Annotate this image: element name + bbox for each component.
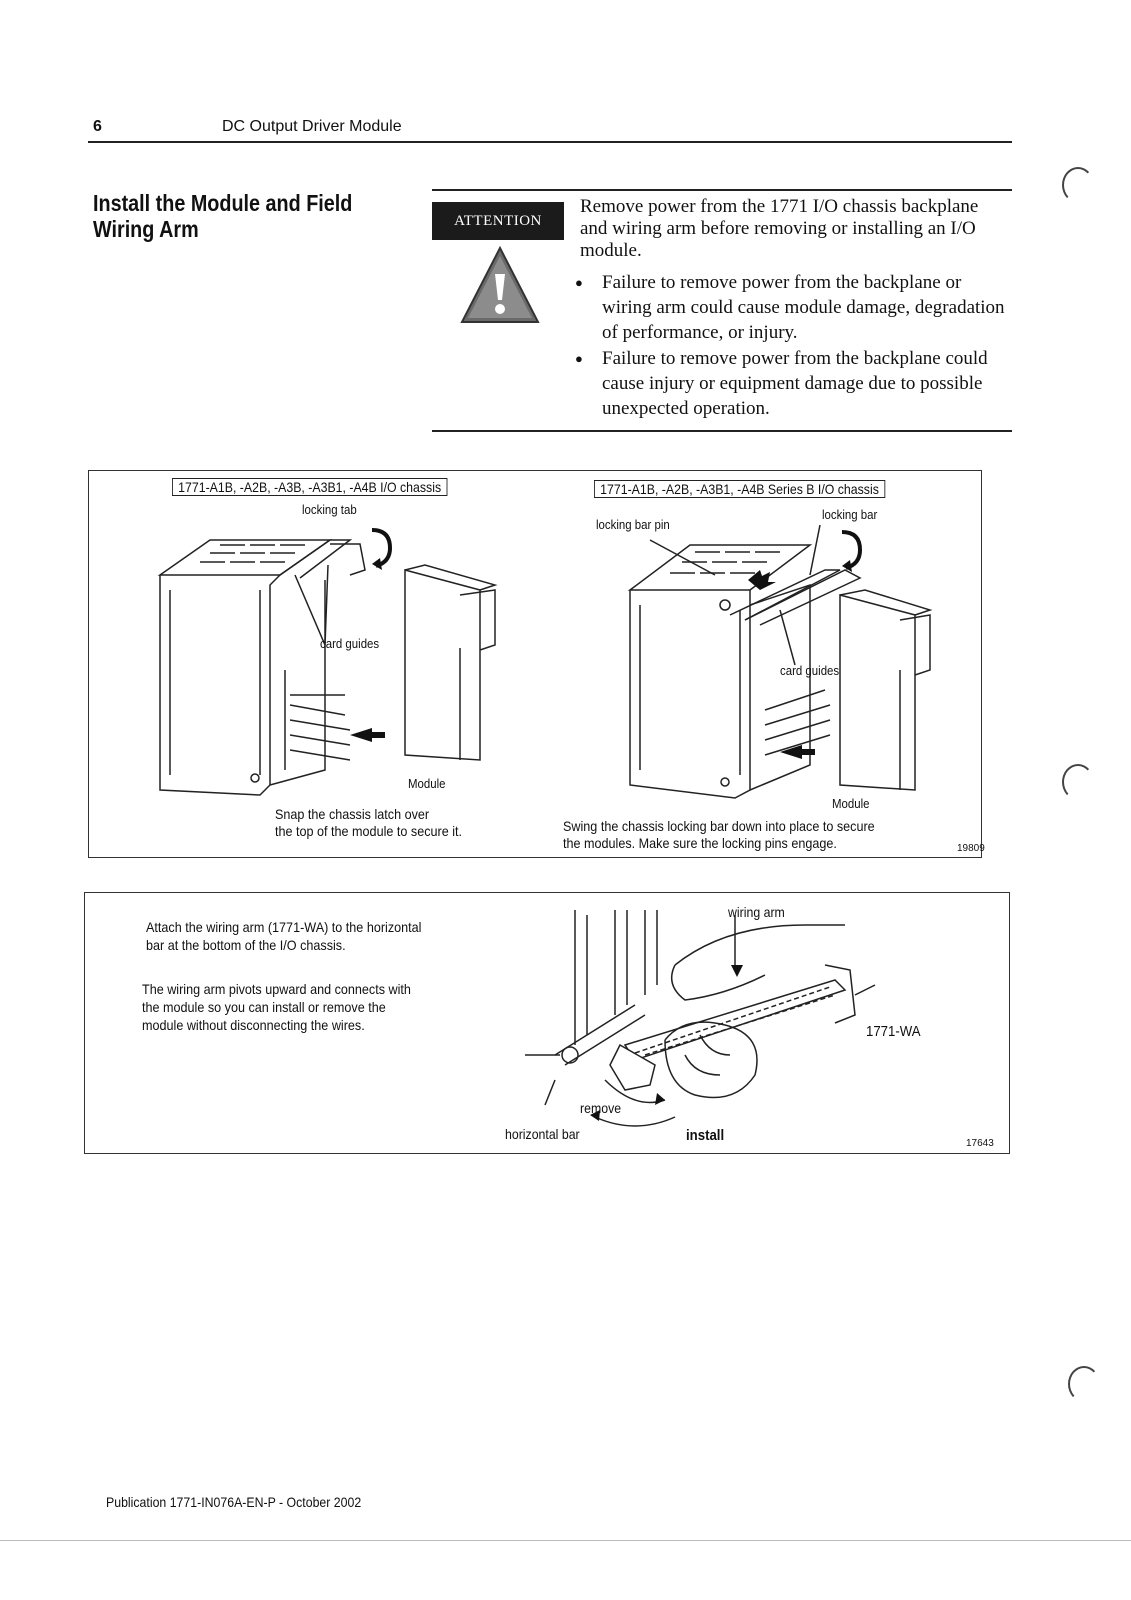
caption-right-line2: the modules. Make sure the locking pins … — [563, 835, 837, 851]
part-number-label: 1771-WA — [866, 1023, 921, 1040]
section-title-line1: Install the Module and Field — [93, 190, 353, 216]
wiring-arm-para2: The wiring arm pivots upward and connect… — [142, 980, 411, 1034]
locking-tab-label: locking tab — [302, 502, 357, 517]
module-label-right: Module — [832, 796, 870, 811]
wiring-arm-para1: Attach the wiring arm (1771-WA) to the h… — [146, 918, 421, 954]
running-title: DC Output Driver Module — [222, 118, 402, 135]
attention-badge: ATTENTION — [432, 202, 564, 240]
chassis-label-right: 1771-A1B, -A2B, -A3B1, -A4B Series B I/O… — [594, 480, 886, 498]
locking-bar-label: locking bar — [822, 507, 878, 522]
publication-footer: Publication 1771-IN076A-EN-P - October 2… — [106, 1494, 362, 1510]
section-title-line2: Wiring Arm — [93, 216, 199, 242]
attention-intro: Remove power from the 1771 I/O chassis b… — [580, 196, 979, 261]
caption-right: Swing the chassis locking bar down into … — [563, 818, 875, 852]
caption-left: Snap the chassis latch over the top of t… — [275, 806, 462, 840]
attention-rule-bottom — [432, 430, 1012, 432]
warning-triangle-icon — [460, 245, 540, 323]
chassis-illustration-right — [627, 524, 933, 799]
binder-hole-mark — [1062, 764, 1094, 800]
page-number: 6 — [93, 118, 102, 135]
install-label: install — [686, 1127, 725, 1144]
attention-rule-top — [432, 189, 1012, 191]
caption-left-line2: the top of the module to secure it. — [275, 823, 463, 839]
figure-module-install — [88, 470, 982, 858]
header-rule — [88, 141, 1012, 143]
binder-hole-mark — [1062, 167, 1094, 203]
chassis-label-left: 1771-A1B, -A2B, -A3B, -A3B1, -A4B I/O ch… — [172, 478, 448, 496]
attention-bullets: Failure to remove power from the backpla… — [575, 270, 1015, 422]
para2-line1: The wiring arm pivots upward and connect… — [142, 981, 411, 997]
attention-bullet: Failure to remove power from the backpla… — [575, 270, 1015, 345]
figure-number-2: 17643 — [966, 1138, 994, 1149]
card-guides-label-left: card guides — [320, 636, 380, 651]
wiring-arm-label: wiring arm — [728, 904, 785, 920]
caption-right-line1: Swing the chassis locking bar down into … — [563, 818, 875, 834]
para1-line1: Attach the wiring arm (1771-WA) to the h… — [146, 919, 422, 935]
section-title: Install the Module and Field Wiring Arm — [93, 190, 352, 242]
horizontal-bar-label: horizontal bar — [505, 1126, 580, 1142]
figure-wiring-arm — [84, 892, 1010, 1154]
caption-left-line1: Snap the chassis latch over — [275, 806, 430, 822]
attention-bullet: Failure to remove power from the backpla… — [575, 346, 1015, 421]
para2-line2: the module so you can install or remove … — [142, 999, 386, 1015]
locking-bar-pin-label: locking bar pin — [596, 517, 670, 532]
page-bottom-edge — [0, 1540, 1131, 1541]
para2-line3: module without disconnecting the wires. — [142, 1017, 365, 1033]
module-label-left: Module — [408, 776, 446, 791]
chassis-illustration-left — [157, 528, 498, 796]
wiring-arm-illustration — [525, 910, 876, 1127]
binder-hole-mark — [1068, 1366, 1100, 1402]
remove-label: remove — [580, 1100, 622, 1116]
figure-number-1: 19809 — [957, 843, 985, 854]
card-guides-label-right: card guides — [780, 663, 840, 678]
para1-line2: bar at the bottom of the I/O chassis. — [146, 937, 346, 953]
